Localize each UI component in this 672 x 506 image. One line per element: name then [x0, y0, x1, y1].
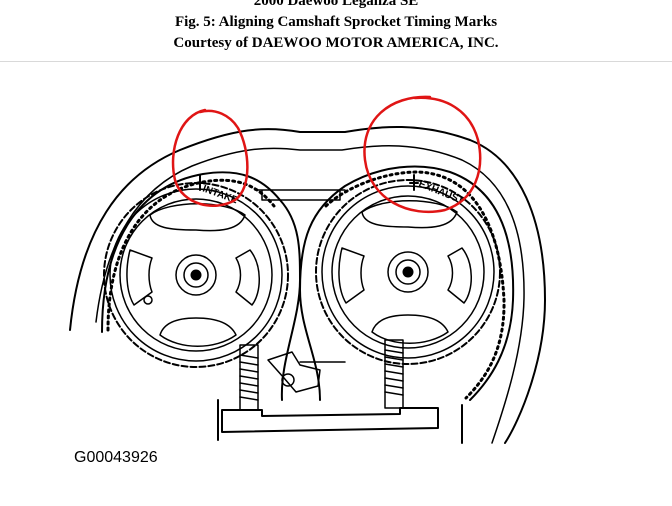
intake-sprocket: [103, 182, 289, 368]
right-stud: [384, 339, 404, 409]
exhaust-sprocket: [315, 179, 501, 365]
vehicle-title: 2000 Daewoo Leganza SE: [253, 0, 419, 9]
timing-cover-inner: [95, 144, 525, 444]
left-stud: [239, 344, 259, 411]
intake-timing-mark: [195, 174, 205, 191]
exhaust-annotation-circle: [363, 95, 482, 214]
figure-header: 2000 Daewoo Leganza SE Fig. 5: Aligning …: [0, 0, 672, 54]
header-divider: [0, 61, 672, 62]
exhaust-timing-mark: [409, 174, 419, 191]
center-bracket: [254, 189, 346, 201]
belt-teeth: [106, 170, 506, 400]
intake-annotation-circle: [171, 108, 249, 207]
timing-cover-outer: [69, 125, 546, 444]
figure-code: G00043926: [74, 449, 158, 466]
figure-title: Fig. 5: Aligning Camshaft Sprocket Timin…: [174, 14, 498, 30]
camshaft-sprocket-diagram: INTAKE EXHAUST: [69, 95, 546, 444]
courtesy-line: Courtesy of DAEWOO MOTOR AMERICA, INC.: [173, 35, 499, 51]
